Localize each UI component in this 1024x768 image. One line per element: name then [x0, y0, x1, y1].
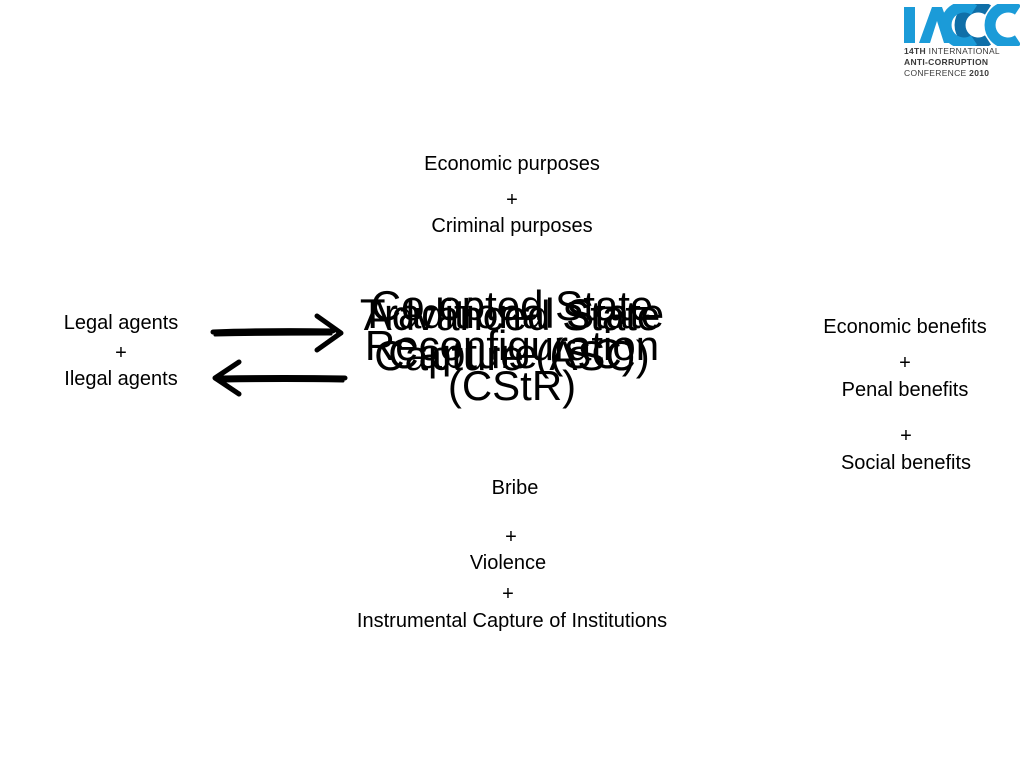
iacc-logo: 14TH INTERNATIONAL ANTI-CORRUPTION CONFE… — [902, 4, 1022, 84]
violence-label: Violence — [469, 552, 547, 574]
advanced-state-capture-title: Advanced State Capture (ASC) — [312, 292, 712, 379]
bottom-plus-1: + — [505, 526, 517, 548]
penal-benefits-label: Penal benefits — [841, 379, 969, 401]
logo-text-line2: ANTI-CORRUPTION — [904, 57, 989, 67]
co-opted-line1: Co-opted State — [370, 282, 654, 329]
criminal-purposes-label: Criminal purposes — [431, 215, 593, 237]
ilegal-agents-label: Ilegal agents — [64, 368, 178, 390]
right-plus-1: + — [899, 352, 911, 374]
iacc-logo-mark — [904, 4, 1020, 46]
economic-benefits-label: Economic benefits — [823, 316, 987, 338]
advanced-state-line1: Advanced State — [363, 292, 661, 339]
logo-text-international: INTERNATIONAL — [926, 46, 1000, 56]
left-plus: + — [115, 342, 127, 364]
co-opted-state-reconfiguration-title: Co-opted State Reconfiguration (CStR) — [312, 282, 712, 409]
bribe-label: Bribe — [491, 477, 539, 499]
logo-text-14th: 14TH — [904, 46, 926, 56]
traditional-state-capture-title: Traditional State Capture (SC) — [312, 290, 712, 377]
advanced-state-line2: Capture (ASC) — [374, 332, 650, 379]
traditional-state-line1: Traditional State — [359, 290, 665, 337]
traditional-state-line2: Capture (SC) — [388, 330, 636, 377]
arrow-right-icon — [210, 313, 344, 353]
arrow-left-icon — [212, 359, 348, 397]
logo-text-line1: 14TH INTERNATIONAL — [904, 46, 1000, 56]
logo-text-year: 2010 — [969, 68, 990, 78]
legal-agents-label: Legal agents — [63, 312, 179, 334]
co-opted-line3: (CStR) — [447, 362, 577, 409]
bottom-plus-2: + — [502, 583, 514, 605]
co-opted-line2: Reconfiguration — [364, 322, 660, 369]
social-benefits-label: Social benefits — [840, 452, 972, 474]
bidirectional-arrows — [210, 313, 348, 397]
right-plus-2: + — [900, 425, 912, 447]
economic-purposes-label: Economic purposes — [424, 153, 600, 175]
instrumental-capture-label: Instrumental Capture of Institutions — [356, 610, 668, 632]
top-plus: + — [506, 189, 518, 211]
logo-text-line3: CONFERENCE 2010 — [904, 68, 989, 78]
logo-text-conference: CONFERENCE — [904, 68, 970, 78]
